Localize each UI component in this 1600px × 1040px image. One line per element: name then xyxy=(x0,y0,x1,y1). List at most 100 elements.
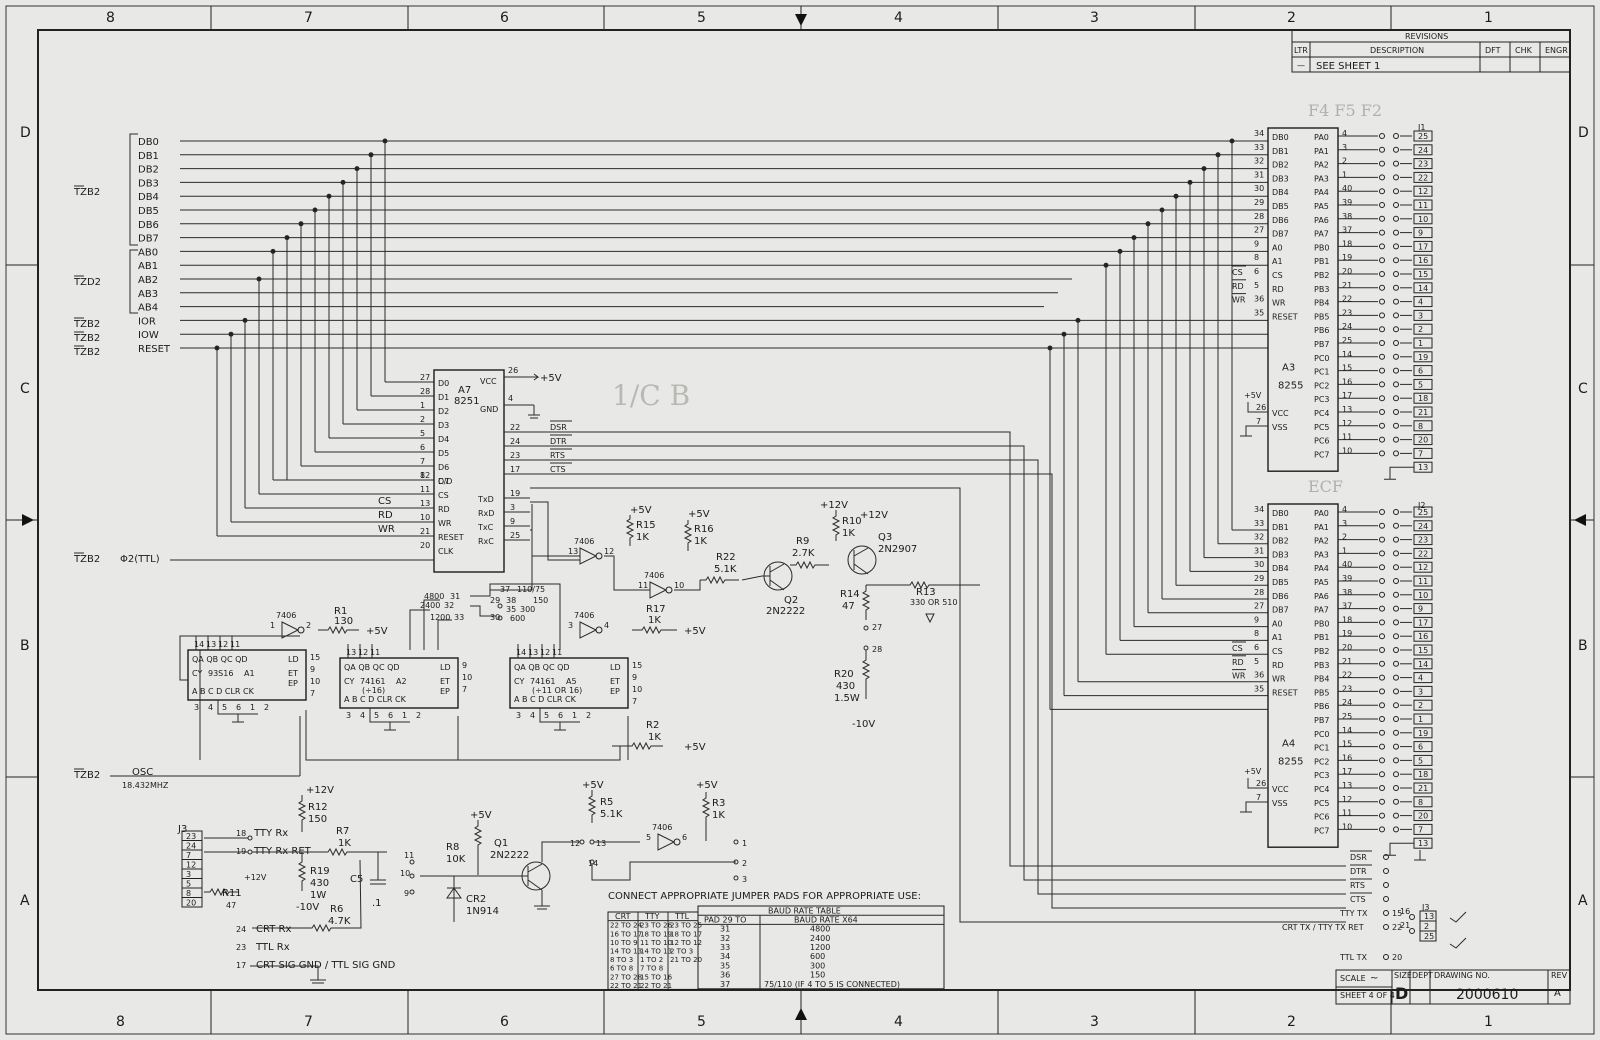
jumper-pad xyxy=(1379,409,1385,415)
scale-label: SCALE xyxy=(1340,974,1366,983)
pin-number: 37 xyxy=(1342,226,1352,235)
resistor-value: 330 OR 510 xyxy=(910,598,957,607)
pin-name: VSS xyxy=(1272,423,1288,432)
pin-number: 34 xyxy=(1254,505,1264,514)
connector-pin-number: 23 xyxy=(186,832,196,841)
pin-name: ET xyxy=(288,669,298,678)
supply-label: +12V xyxy=(860,510,888,521)
counter-ref: A1 xyxy=(244,669,255,678)
supply-label: +12V xyxy=(244,873,267,882)
port-name: PB5 xyxy=(1314,312,1329,321)
counter-wire xyxy=(457,716,629,760)
signal-name: DSR xyxy=(550,423,567,432)
chip-part: 8255 xyxy=(1278,756,1303,767)
pin-number: 10 xyxy=(310,677,320,686)
pin-number: 27 xyxy=(1254,602,1264,611)
jumper-pad xyxy=(1379,450,1385,457)
connector-pin xyxy=(1413,810,1433,822)
pin-number: 12 xyxy=(540,648,550,657)
port-name: PB7 xyxy=(1314,340,1329,349)
resistor-value: 2.7K xyxy=(792,548,815,559)
pin-name: WR xyxy=(438,519,452,528)
pin-signal: WR xyxy=(1232,672,1246,681)
pin-number: 11 xyxy=(420,485,430,494)
zone-row-label: B xyxy=(1578,638,1588,654)
jumper-label: 35 xyxy=(506,605,516,614)
jumper-pin: 27 xyxy=(872,623,882,632)
jumper-pad xyxy=(1393,160,1399,167)
connector-ref: J1 xyxy=(1417,123,1425,132)
pin-number: 21 xyxy=(420,527,430,536)
resistor-value: 4.7K xyxy=(328,916,351,927)
counter-outputs: QA QB QC QD xyxy=(344,663,400,672)
pin-number: 18 xyxy=(1342,239,1352,248)
revisions-header: CHK xyxy=(1515,46,1533,55)
capacitor-ref: C5 xyxy=(350,874,363,885)
baud-tap-wire xyxy=(409,599,452,650)
junction-dot xyxy=(1103,262,1109,268)
jumper-pad xyxy=(1383,924,1389,930)
table-cell: 600 xyxy=(810,952,825,961)
pin-name: DB6 xyxy=(1272,216,1289,225)
jumper-label: 38 xyxy=(506,596,516,605)
jumper-pad xyxy=(1393,312,1399,319)
zone-row-label: C xyxy=(20,381,30,397)
pin-number: 35 xyxy=(1254,684,1264,693)
connector-pin-number: 24 xyxy=(1418,146,1428,155)
counter-prefix: CY xyxy=(344,677,354,686)
jumper-pad xyxy=(1393,202,1399,208)
jumper-pad xyxy=(1379,381,1385,388)
jumper-pad xyxy=(1383,896,1389,902)
counter-outputs: QA QB QC QD xyxy=(514,663,570,672)
pad-num: 23 xyxy=(236,943,246,952)
junction-dot xyxy=(214,345,220,351)
connector-pin xyxy=(1413,420,1433,432)
diode-cr2: CR2 1N914 xyxy=(446,876,499,922)
inverter-bubble xyxy=(297,626,305,634)
jumper-pad xyxy=(1393,743,1399,750)
signal-name: TTY TX xyxy=(1339,909,1368,918)
pin-name: RESET xyxy=(438,533,464,542)
pin-name: ET xyxy=(610,677,620,686)
pad-num: 2 xyxy=(742,859,747,868)
inverter-bubble xyxy=(595,552,603,560)
pin-number: 2 xyxy=(306,621,311,630)
connector-pin xyxy=(1413,199,1433,211)
pin-number: 2 xyxy=(416,711,421,720)
port-name: PB1 xyxy=(1314,257,1329,266)
table-cell: 21 TO 20 xyxy=(670,956,702,964)
port-name: PB6 xyxy=(1314,326,1329,335)
connector-pin-number: 13 xyxy=(1418,839,1428,848)
jumper-pad xyxy=(1379,509,1385,515)
pin-name: VCC xyxy=(1272,409,1289,418)
connector-pin xyxy=(1413,561,1433,573)
pad-num: 17 xyxy=(236,961,246,970)
counter-part: 74161 xyxy=(360,677,385,686)
pin-name: TxC xyxy=(477,523,494,532)
connector-pin xyxy=(1413,685,1433,697)
counter-chip xyxy=(509,657,629,709)
ground xyxy=(1384,842,1414,856)
pin-number: 8 xyxy=(1254,629,1259,638)
jumper-pad xyxy=(1379,812,1385,819)
sheet-label: SHEET 4 OF 4 xyxy=(1340,991,1395,1000)
port-name: PA2 xyxy=(1314,161,1329,170)
port-name: PC7 xyxy=(1314,826,1330,835)
connector-pin xyxy=(1413,378,1433,390)
bus-tag: TZB2 xyxy=(73,770,100,781)
bus-line-label: IOR xyxy=(138,316,156,327)
pin-name: DB3 xyxy=(1272,550,1289,559)
pin-number: 6 xyxy=(682,833,687,842)
jumper-pad xyxy=(1393,174,1399,181)
jumper-pad xyxy=(1393,702,1399,709)
connector-pin-number: 21 xyxy=(1418,784,1428,793)
pin-name: DB0 xyxy=(1272,133,1289,142)
chip-gnd: GND xyxy=(480,405,498,414)
bus-line-label: DB7 xyxy=(138,234,159,245)
pin-name: LD xyxy=(288,655,299,664)
pin-number: 12 xyxy=(1342,795,1352,804)
gate-part: 7406 xyxy=(574,537,594,546)
connector-pin-number: 22 xyxy=(1418,549,1428,558)
